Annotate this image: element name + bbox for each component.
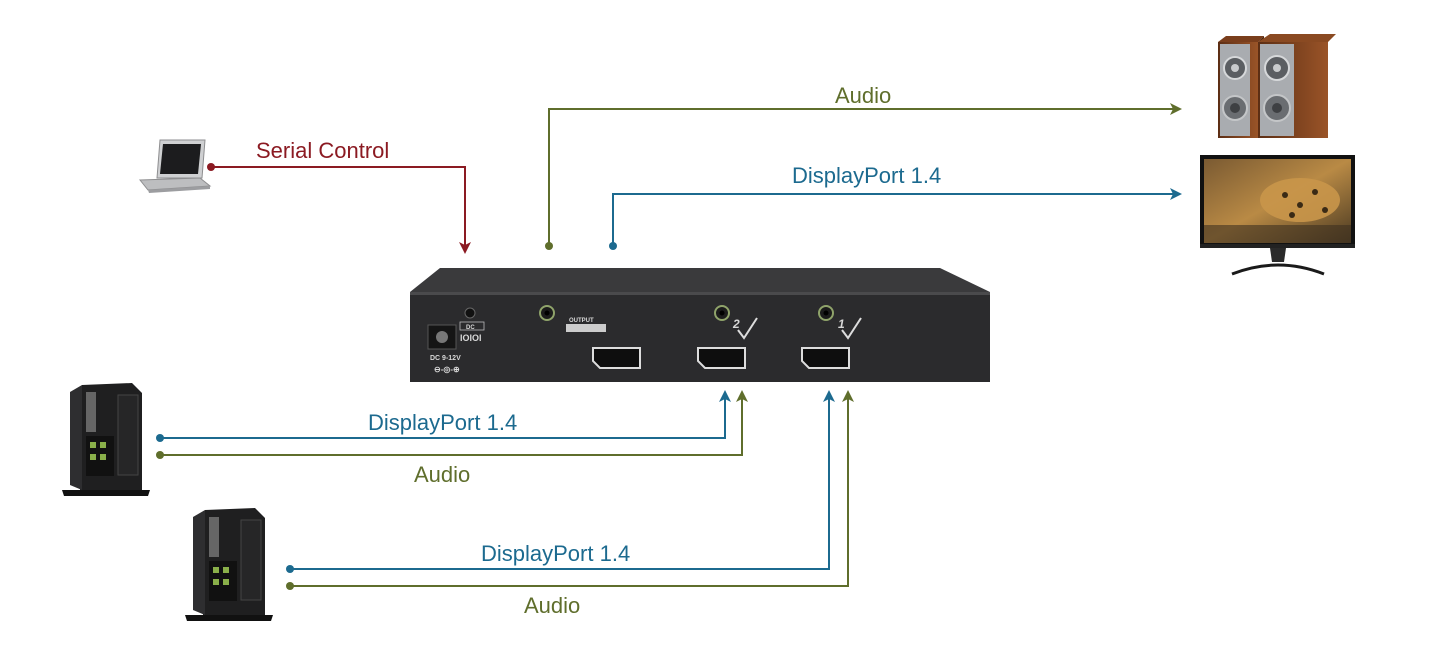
displayport-input-1-port bbox=[801, 347, 850, 369]
kvm-switch-device: DC 9-12V ⊖-◎-⊕ DC IOIOI OUTPUT 2 1 bbox=[410, 268, 990, 382]
serial-control-connection bbox=[207, 163, 471, 254]
monitor-icon bbox=[1200, 155, 1355, 276]
output-label: OUTPUT bbox=[569, 318, 594, 324]
dc-polarity-text: ⊖-◎-⊕ bbox=[434, 365, 460, 374]
tower-pc-2-icon bbox=[185, 508, 273, 621]
tower-pc-1-icon bbox=[62, 383, 150, 496]
pc2-displayport-connection bbox=[286, 390, 835, 573]
displayport-output-port bbox=[592, 347, 641, 369]
output-displayport-connection bbox=[609, 188, 1182, 250]
rs232-pins-text: IOIOI bbox=[460, 333, 482, 343]
serial-control-label: Serial Control bbox=[256, 138, 389, 163]
pc1-audio-connection bbox=[156, 390, 748, 459]
speakers-icon bbox=[1218, 34, 1336, 138]
pc1-displayport-label: DisplayPort 1.4 bbox=[368, 410, 517, 435]
pc2-audio-label: Audio bbox=[524, 593, 580, 618]
pc2-audio-connection bbox=[286, 390, 854, 590]
input-2-number: 2 bbox=[732, 317, 740, 331]
dc-voltage-text: DC 9-12V bbox=[430, 355, 461, 362]
laptop-icon bbox=[138, 139, 212, 193]
rs232-port bbox=[464, 307, 476, 319]
pc1-audio-label: Audio bbox=[414, 462, 470, 487]
rs232-label: DC bbox=[466, 325, 475, 331]
output-audio-label: Audio bbox=[835, 83, 891, 108]
displayport-input-2-port bbox=[697, 347, 746, 369]
input-1-number: 1 bbox=[838, 317, 845, 331]
pc1-displayport-connection bbox=[156, 390, 731, 442]
pc2-displayport-label: DisplayPort 1.4 bbox=[481, 541, 630, 566]
output-displayport-label: DisplayPort 1.4 bbox=[792, 163, 941, 188]
output-audio-connection bbox=[545, 103, 1182, 250]
